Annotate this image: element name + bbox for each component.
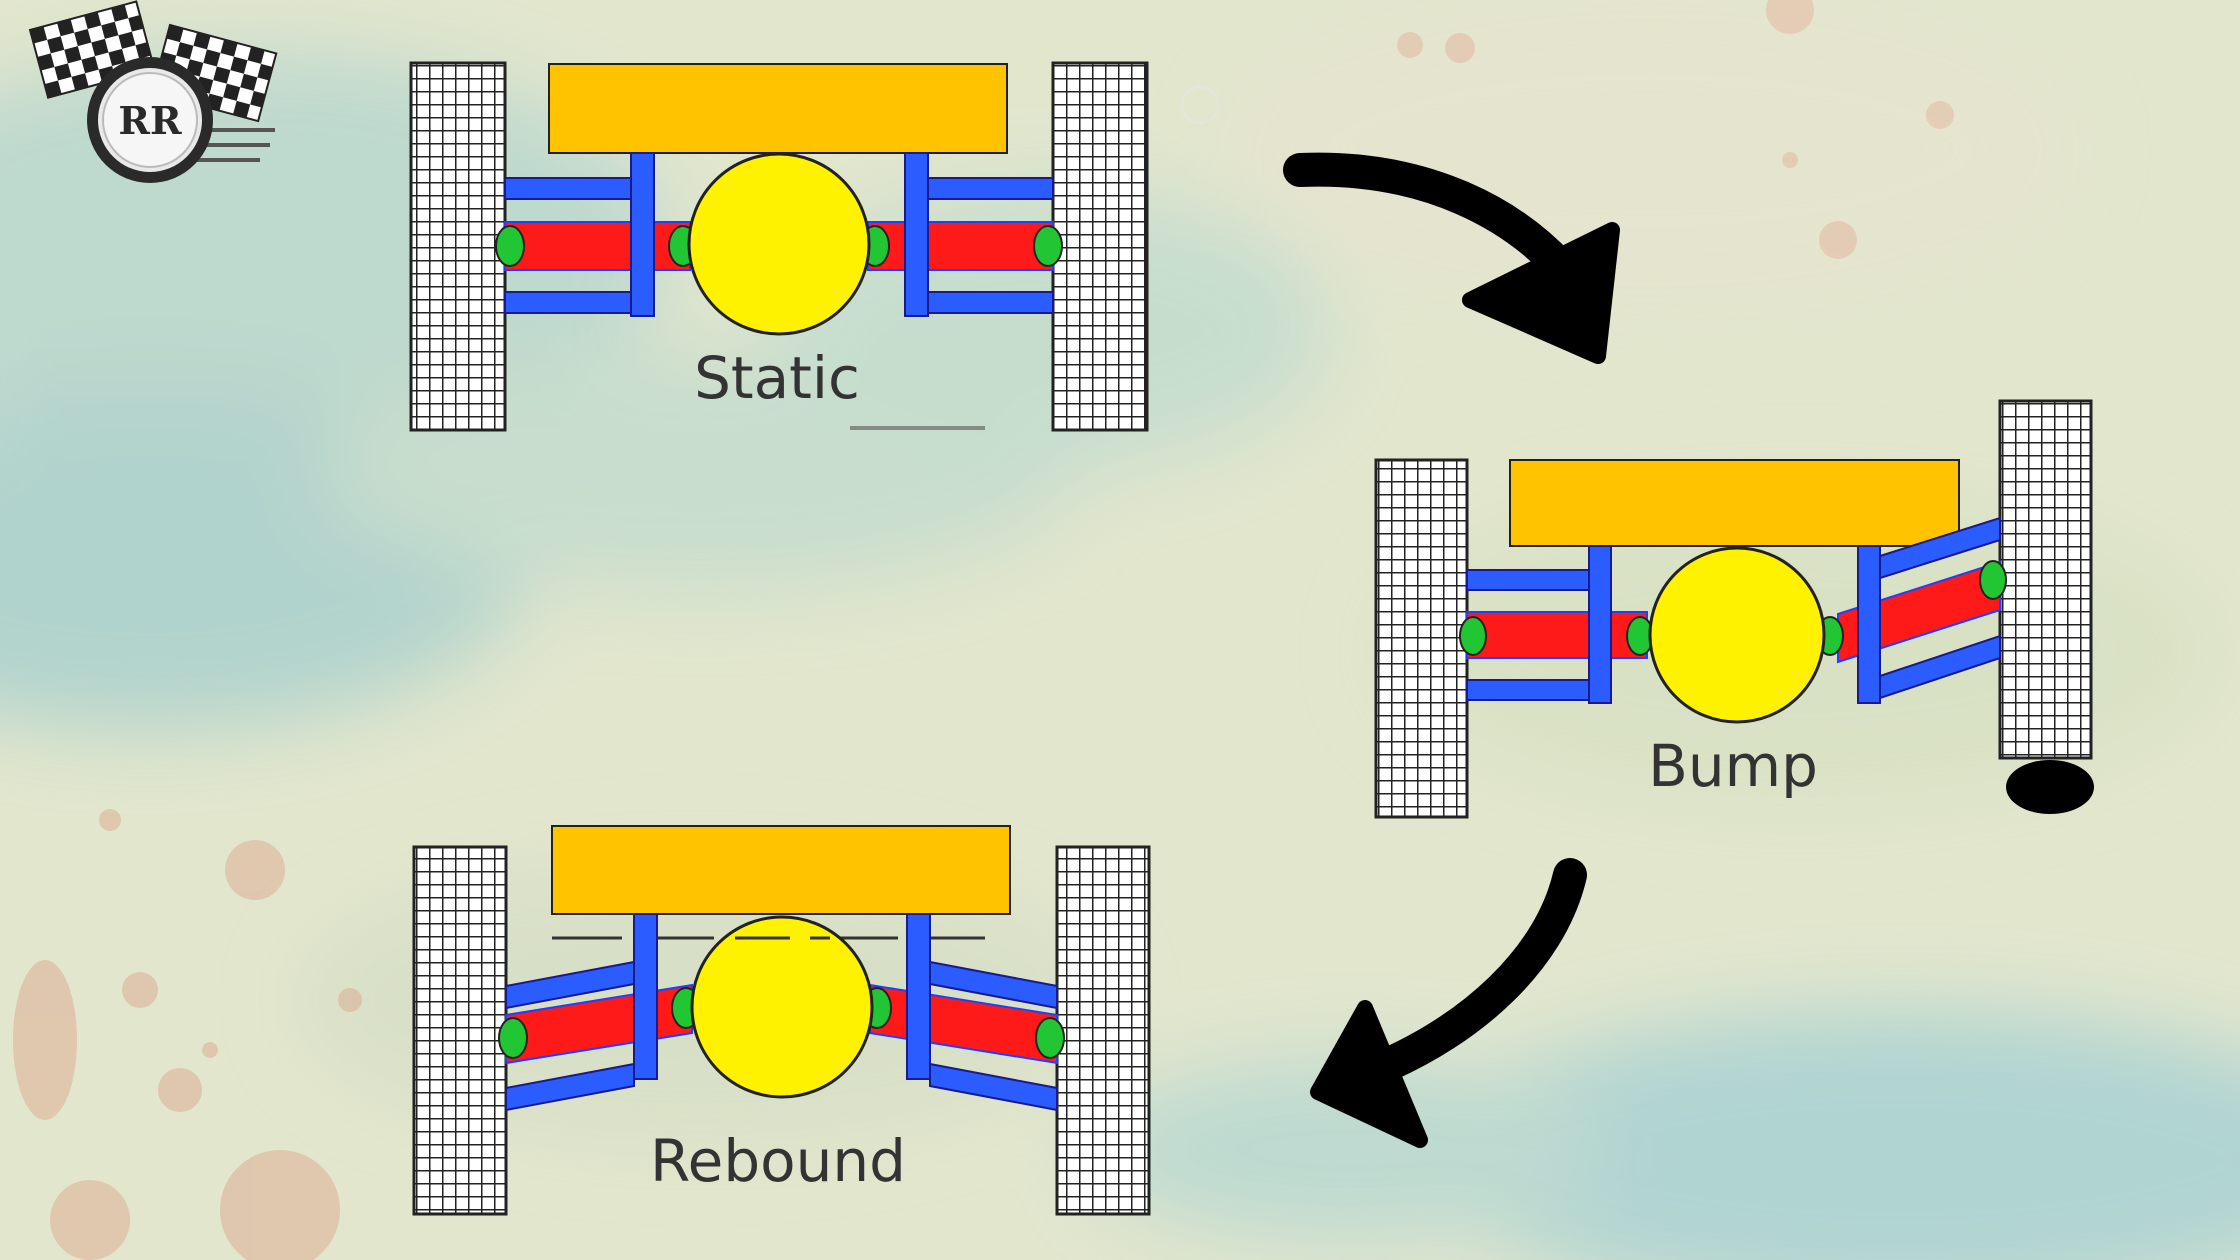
tyre-right [1055, 845, 1151, 1216]
joint [1035, 1017, 1065, 1059]
upright-left [633, 913, 658, 1080]
upper-link-right [926, 177, 1054, 200]
joint [498, 1017, 528, 1059]
upright-right [904, 152, 929, 317]
chassis [1509, 459, 1960, 547]
drive-shaft-right [867, 221, 1054, 271]
upright-left [1588, 545, 1612, 704]
chassis [548, 63, 1008, 154]
joint [1979, 560, 2007, 600]
panel-label-bump: Bump [1648, 732, 1818, 800]
panel-label-rebound: Rebound [650, 1127, 906, 1195]
panel-label-static: Static [694, 344, 860, 412]
drive-shaft-left [1466, 611, 1648, 659]
chassis [551, 825, 1011, 915]
tyre-left [1374, 458, 1469, 819]
drive-shaft-left [504, 221, 691, 271]
upper-link-left [1466, 569, 1591, 591]
bump-obstacle [2006, 760, 2094, 814]
differential [1648, 546, 1826, 724]
tyre-left [412, 845, 508, 1216]
tyre-right [1998, 399, 2093, 760]
lower-link-left [504, 291, 633, 314]
panel-bump: Bump [1374, 399, 2094, 819]
logo-initials: RR [118, 98, 182, 143]
differential [687, 152, 871, 336]
joint [1033, 225, 1063, 267]
curved-arrow-down-left-icon [1310, 858, 1587, 1148]
panel-rebound: Rebound [412, 825, 1151, 1216]
panel-static: Static [409, 61, 1149, 432]
tyre-right [1051, 61, 1149, 432]
logo: RR [28, 0, 278, 183]
lower-link-right [926, 291, 1054, 314]
joint [495, 225, 525, 267]
tyre-left [409, 61, 507, 432]
checkered-flag-wheel-icon [28, 0, 278, 183]
upright-right [906, 913, 931, 1080]
upper-link-left [504, 177, 633, 200]
upright-left [630, 152, 655, 317]
lower-link-left [1466, 679, 1591, 701]
differential [690, 915, 874, 1099]
curved-arrow-down-right-icon [1283, 152, 1620, 364]
upright-right [1857, 545, 1881, 704]
joint [1459, 616, 1487, 656]
